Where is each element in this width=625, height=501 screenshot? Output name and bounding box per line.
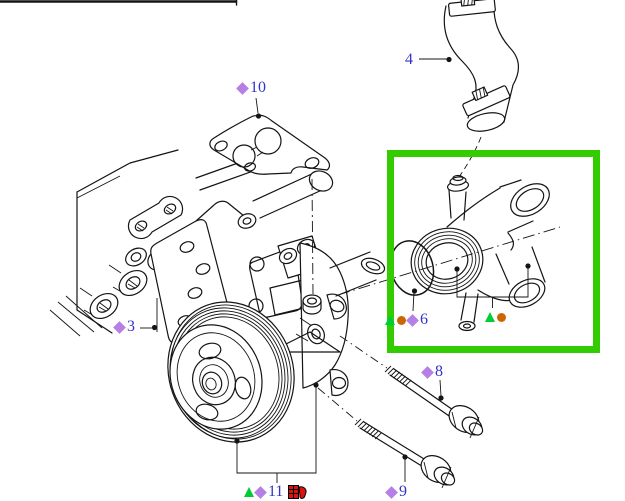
gasket-drawing: [209, 114, 331, 175]
callout-9[interactable]: 9: [385, 483, 407, 500]
callout-number[interactable]: 8: [435, 363, 443, 380]
engine-block-drawing: [49, 149, 263, 337]
triangle-marker-icon: [485, 312, 495, 322]
diamond-marker-icon: [236, 81, 249, 95]
callout-6[interactable]: 6: [385, 312, 428, 328]
document-icon[interactable]: [288, 484, 307, 500]
triangle-marker-icon: [244, 487, 254, 497]
diamond-marker-icon: [113, 320, 126, 334]
callout-number[interactable]: 3: [127, 318, 135, 335]
callout-number[interactable]: 10: [250, 79, 266, 96]
diamond-marker-icon: [254, 485, 267, 499]
water-pump-body-drawing: [248, 235, 386, 397]
callout-11[interactable]: 11: [244, 484, 307, 500]
diamond-marker-icon: [421, 365, 434, 379]
triangle-marker-icon: [385, 315, 395, 325]
callout-6-markers: [485, 309, 509, 325]
callout-number[interactable]: 9: [399, 483, 407, 500]
thermostat-housing-drawing: [410, 174, 550, 332]
frame-rule: [0, 0, 238, 6]
hose-clamp-icon: [462, 85, 511, 117]
centerlines: [311, 178, 561, 422]
bolt-drawing: [354, 418, 456, 489]
callout-8[interactable]: 8: [421, 363, 443, 380]
callout-10[interactable]: 10: [236, 79, 266, 96]
circle-marker-icon: [397, 315, 406, 325]
bolt-drawing: [384, 365, 484, 439]
leader-lines: [140, 56, 531, 483]
pulley-drawing: [167, 301, 295, 443]
callout-4[interactable]: 4: [404, 52, 413, 68]
hose-drawing: [443, 0, 519, 182]
callout-number[interactable]: 6: [420, 311, 428, 328]
callout-3[interactable]: 3: [113, 318, 135, 335]
hose-clamp-icon: [447, 0, 496, 17]
circle-marker-icon: [497, 312, 506, 322]
diamond-marker-icon: [385, 485, 398, 499]
diamond-marker-icon: [406, 313, 419, 327]
callout-number[interactable]: 11: [268, 483, 284, 500]
callout-number[interactable]: 4: [405, 51, 413, 68]
highlight-box: [387, 150, 600, 353]
